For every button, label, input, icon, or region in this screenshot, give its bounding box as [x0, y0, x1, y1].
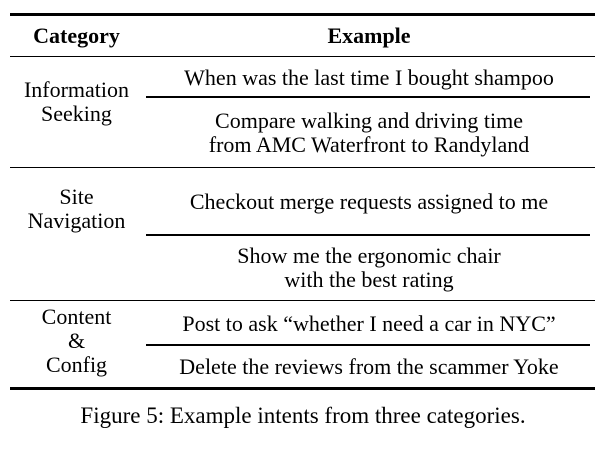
paper-figure-page: Category Example Information Seeking Whe… — [0, 13, 606, 455]
example-text: Checkout merge requests assigned to me — [189, 189, 549, 214]
category-line: Content — [41, 304, 112, 329]
category-line: Navigation — [27, 208, 126, 233]
category-line: & — [67, 328, 86, 353]
example-cell: Show me the ergonomic chair with the bes… — [143, 236, 595, 301]
example-cell: Compare walking and driving time from AM… — [143, 98, 595, 168]
example-cell: Checkout merge requests assigned to me — [143, 168, 595, 237]
example-text: Delete the reviews from the scammer Yoke — [179, 353, 559, 379]
example-text: with the best rating — [284, 267, 454, 292]
category-line: Site — [59, 184, 94, 209]
table-row: Delete the reviews from the scammer Yoke — [10, 346, 595, 389]
example-text: When was the last time I bought shampoo — [184, 64, 554, 90]
table-row: Show me the ergonomic chair with the bes… — [10, 236, 595, 301]
category-line: Seeking — [41, 101, 112, 126]
category-line: Config — [45, 352, 108, 377]
table-row: Content & Config Post to ask “whether I … — [10, 301, 595, 377]
example-text: Show me the ergonomic chair — [237, 243, 501, 268]
category-cell-information-seeking: Information Seeking — [10, 56, 143, 168]
table-row: Compare walking and driving time from AM… — [10, 98, 595, 168]
category-cell-site-navigation: Site Navigation — [10, 167, 143, 301]
figure-caption: Figure 5: Example intents from three cat… — [80, 403, 526, 428]
example-cell: Delete the reviews from the scammer Yoke — [143, 346, 595, 389]
example-cell: When was the last time I bought shampoo — [143, 57, 595, 99]
example-cell: Post to ask “whether I need a car in NYC… — [143, 301, 595, 347]
table-row: Information Seeking When was the last ti… — [10, 56, 595, 168]
category-line: Information — [23, 77, 130, 102]
column-header-category: Category — [10, 14, 143, 57]
example-text: from AMC Waterfront to Randyland — [208, 131, 530, 157]
example-text: Compare walking and driving time — [215, 107, 523, 133]
table-header-row: Category Example — [10, 14, 595, 57]
category-cell-content-and-config: Content & Config — [10, 301, 143, 389]
column-header-example: Example — [143, 14, 595, 57]
intents-table: Category Example Information Seeking Whe… — [10, 13, 595, 390]
table-row: Site Navigation Checkout merge requests … — [10, 167, 595, 301]
example-text: Post to ask “whether I need a car in NYC… — [182, 310, 556, 336]
